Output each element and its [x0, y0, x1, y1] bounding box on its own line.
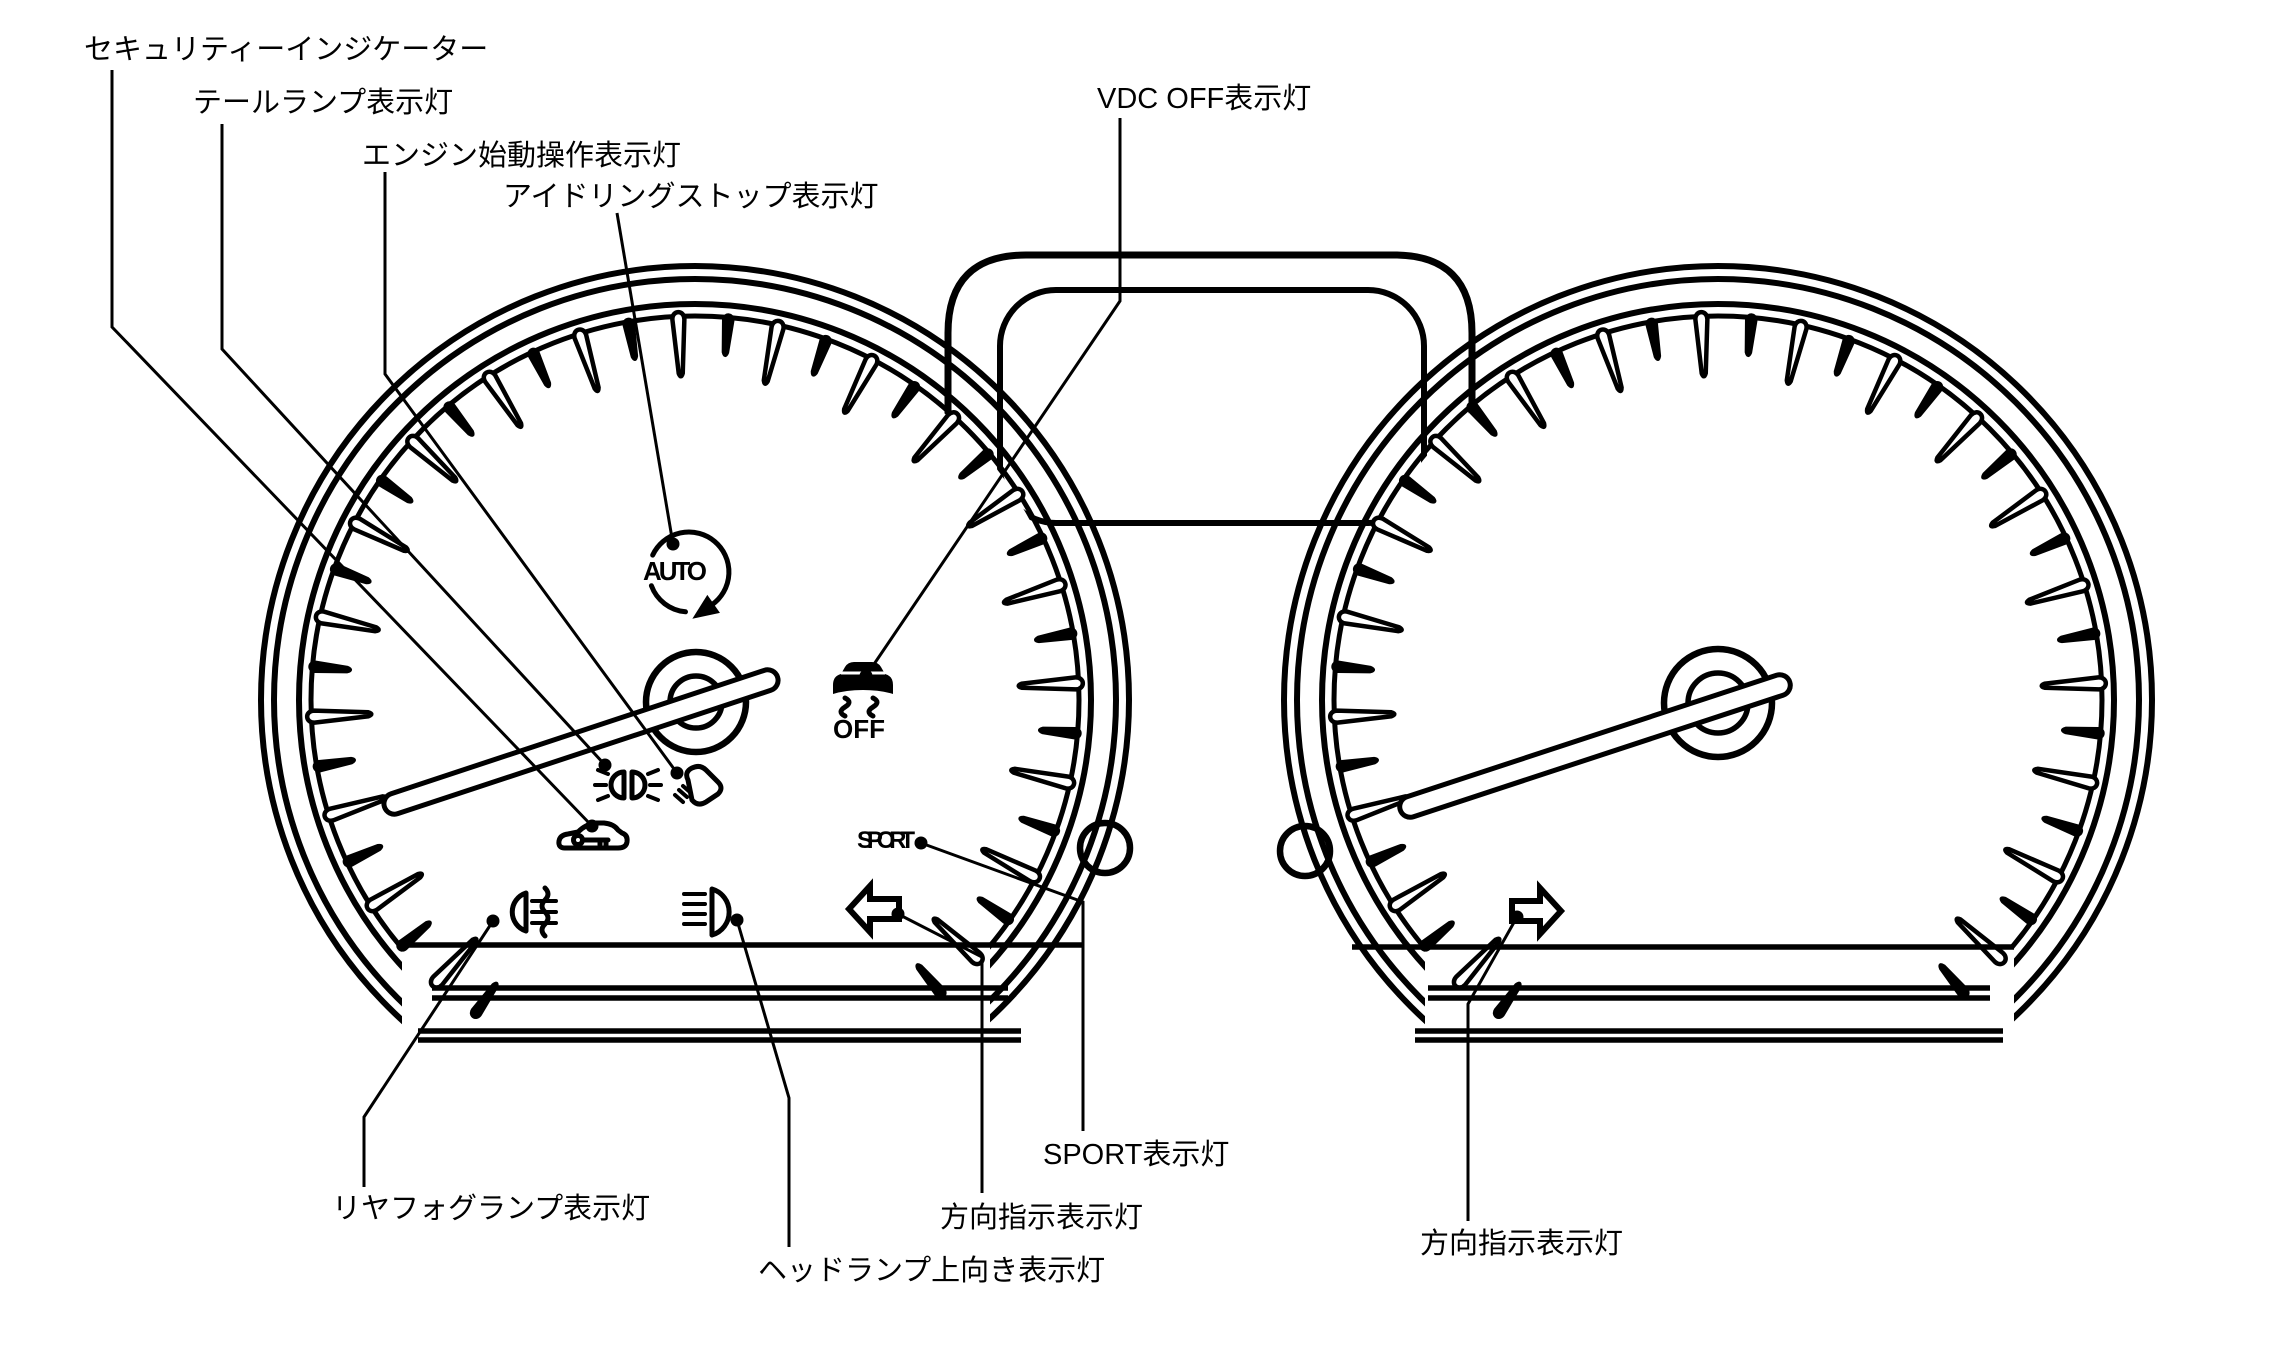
label-headlamp-high: ヘッドランプ上向き表示灯	[758, 1254, 1105, 1287]
label-sport: SPORT表示灯	[1043, 1138, 1229, 1171]
tachometer-gauge	[1281, 263, 2155, 1137]
vdc-off-text: OFF	[833, 714, 885, 744]
label-security: セキュリティーインジケーター	[84, 34, 488, 66]
tachometer-hub	[1660, 645, 1776, 761]
security-car-key-icon	[556, 820, 630, 851]
idling-stop-auto-icon: AUTO	[643, 529, 732, 619]
high-beam-icon	[682, 886, 732, 938]
label-idling-stop: アイドリングストップ表示灯	[503, 180, 879, 213]
label-turn-signal-left: 方向指示表示灯	[940, 1201, 1143, 1234]
tachometer-base-lines	[1352, 944, 2014, 1043]
callout-leader-lines	[110, 70, 1524, 1247]
label-vdc-off: VDC OFF表示灯	[1097, 82, 1311, 115]
label-tail-lamp: テールランプ表示灯	[193, 86, 453, 119]
speedometer-needle	[381, 667, 781, 817]
rear-fog-lamp-icon	[509, 885, 558, 939]
left-trip-reset-knob	[1076, 819, 1134, 877]
callout-labels: セキュリティーインジケーター テールランプ表示灯 エンジン始動操作表示灯 アイド…	[84, 34, 1623, 1287]
right-trip-reset-knob	[1276, 822, 1334, 880]
engine-start-pedal-icon	[673, 763, 724, 807]
sport-dial-text: SPORT	[857, 827, 915, 854]
tachometer-tick-marks	[1327, 309, 2109, 1019]
label-turn-signal-right: 方向指示表示灯	[1420, 1227, 1623, 1260]
right-turn-arrow-icon	[1509, 880, 1566, 942]
speedometer-hub	[642, 648, 750, 756]
auto-text: AUTO	[643, 556, 707, 586]
label-rear-fog: リヤフォグランプ表示灯	[332, 1192, 650, 1225]
speedometer-base-lines	[402, 942, 1083, 1043]
tail-lamp-icon	[593, 768, 663, 802]
label-engine-start: エンジン始動操作表示灯	[362, 139, 681, 172]
tachometer-needle	[1397, 672, 1793, 820]
